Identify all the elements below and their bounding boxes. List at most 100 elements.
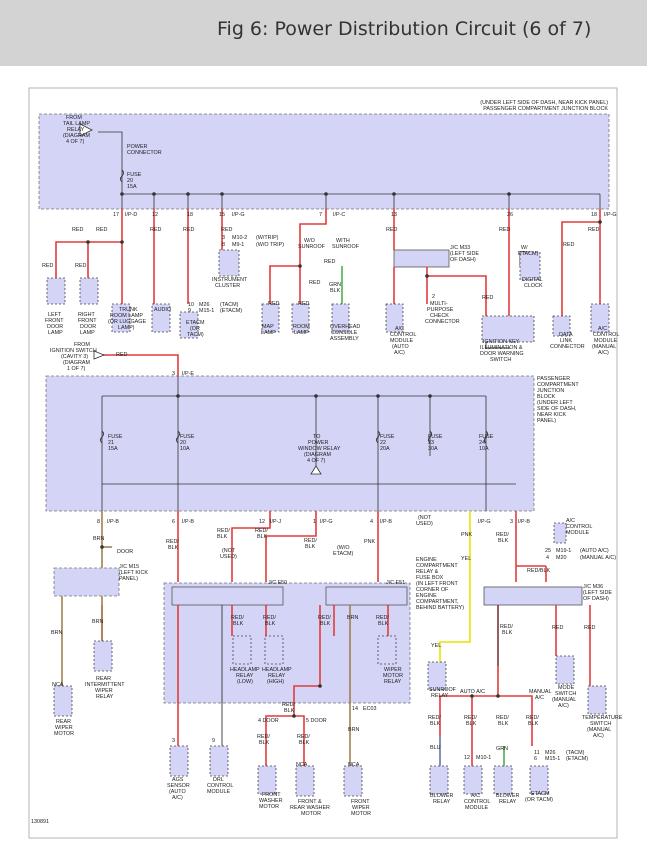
diagram-label: (AUTO: [392, 344, 409, 350]
diagram-label: (AUTO A/C): [580, 548, 609, 554]
diagram-label: INTERMITTENT: [85, 682, 125, 688]
jc-m36-box: [483, 586, 583, 606]
wiring-diagram-svg: (UNDER LEFT SIDE OF DASH, NEAR KICK PANE…: [28, 87, 623, 839]
diagram-label: ETACM: [531, 791, 550, 797]
diagram-label: USED): [416, 521, 433, 527]
diagram-label: AGS: [172, 777, 184, 783]
green-wires: [341, 266, 505, 766]
diagram-label: NCA: [52, 682, 64, 688]
diagram-label: LEFT: [48, 312, 62, 318]
diagram-label: ROOM LAMP: [110, 313, 143, 319]
diagram-label: PURPOSE: [427, 307, 454, 313]
diagram-label: 9: [188, 308, 191, 314]
diagram-label: BLK: [498, 721, 509, 727]
diagram-label: A/C: [598, 326, 607, 332]
diagram-label: CONTROL: [207, 783, 233, 789]
diagram-label: 4: [546, 555, 549, 561]
diagram-border: [28, 87, 618, 839]
label-layer: (UNDER LEFT SIDE OF DASH, NEAR KICK PANE…: [31, 100, 623, 825]
diagram-label: 23: [428, 440, 434, 446]
diagram-label: COMPARTMENT,: [416, 599, 459, 605]
diagram-label: (LEFT KICK: [119, 570, 148, 576]
diagram-label: LAMP: [80, 330, 95, 336]
diagram-label: JUNCTION: [537, 388, 564, 394]
diagram-label: BRN: [92, 619, 103, 625]
diagram-label: 21: [108, 440, 114, 446]
diagram-label: POWER: [127, 144, 147, 150]
diagram-label: DIGITAL: [522, 277, 543, 283]
diagram-label: EC03: [363, 706, 377, 712]
diagram-label: FUSE: [127, 172, 142, 178]
diagram-label: BLOWER: [496, 793, 519, 799]
diagram-label: SUNROOF: [298, 244, 326, 250]
diagram-label: NCA: [296, 762, 308, 768]
diagram-label: GRN: [496, 746, 508, 752]
diagram-label: RIGHT: [78, 312, 95, 318]
diagram-label: 2: [432, 294, 435, 300]
diagram-label: J/C M15: [119, 564, 139, 570]
diagram-label: BLK: [320, 621, 331, 627]
diagram-label: 10A: [479, 446, 489, 452]
diagram-label: A/C: [566, 518, 575, 524]
diagram-label: FRONT &: [298, 799, 322, 805]
diagram-label: BLK: [466, 721, 477, 727]
diagram-label: (DIAGRAM: [304, 452, 331, 458]
passenger-junction-block-bottom: [45, 375, 535, 512]
diagram-label: REAR: [56, 719, 71, 725]
diagram-label: M9-1: [232, 242, 244, 248]
diagram-label: M15-1: [545, 756, 560, 762]
diagram-label: ENGINE: [416, 593, 437, 599]
diagram-label: RED: [116, 352, 127, 358]
diagram-label: (UNDER LEFT SIDE OF DASH, NEAR KICK PANE…: [480, 100, 608, 106]
diagram-label: BLK: [305, 544, 316, 550]
diagram-label: 30A: [428, 446, 438, 452]
diagram-label: (OR LUGGAGE: [108, 319, 146, 325]
diagram-label: BLK: [217, 534, 228, 540]
diagram-label: M10-2: [232, 235, 247, 241]
diagram-label: FUSE: [479, 434, 494, 440]
diagram-label: CONTROL: [390, 332, 416, 338]
diagram-label: RED/: [231, 615, 244, 621]
diagram-label: (OR: [190, 326, 200, 332]
diagram-label: 4: [370, 519, 373, 525]
diagram-label: RED/: [376, 615, 389, 621]
diagram-label: RED: [499, 227, 510, 233]
diagram-label: A/C): [593, 733, 604, 739]
diagram-label: 24: [479, 440, 485, 446]
diagram-label: LAMP: [294, 330, 309, 336]
diagram-label: RELAY: [499, 799, 517, 805]
diagram-label: CONNECTOR: [550, 344, 585, 350]
diagram-label: J/C E50: [268, 580, 287, 586]
diagram-label: PASSENGER: [537, 376, 570, 382]
diagram-label: RELAY: [236, 673, 254, 679]
diagram-label: (LEFT SIDE: [583, 590, 612, 596]
diagram-label: 12: [152, 212, 158, 218]
diagram-label: PASSENGER COMPARTMENT JUNCTION BLOCK: [483, 106, 608, 112]
diagram-label: SUNROOF: [332, 244, 360, 250]
diagram-label: MODULE: [390, 338, 413, 344]
diagram-label: A/C: [395, 326, 404, 332]
diagram-label: GRN: [329, 282, 341, 288]
diagram-label: DOOR: [47, 324, 63, 330]
diagram-label: BEHIND BATTERY): [416, 605, 464, 611]
diagram-label: RED: [221, 227, 232, 233]
diagram-label: MODULE: [594, 338, 617, 344]
diagram-label: RED/: [304, 538, 317, 544]
components: [46, 249, 610, 797]
diagram-label: FUSE BOX: [416, 575, 444, 581]
diagram-label: I/P-G: [232, 212, 245, 218]
diagram-label: DATA: [559, 332, 573, 338]
diagram-label: DOOR WARNING: [480, 351, 524, 357]
diagram-label: RED: [309, 280, 320, 286]
diagram-label: RED: [584, 625, 595, 631]
figure-header: Fig 6: Power Distribution Circuit (6 of …: [0, 0, 647, 66]
diagram-label: BLOWER: [430, 793, 453, 799]
diagram-label: 3: [172, 371, 175, 377]
diagram-label: WINDOW RELAY: [298, 446, 341, 452]
diagram-label: AUDIO: [154, 307, 171, 313]
diagram-label: BLK: [168, 545, 179, 551]
diagram-label: REAR: [96, 676, 111, 682]
diagram-label: BLK: [299, 740, 310, 746]
diagram-label: RED: [72, 227, 83, 233]
diagram-label: (AUTO: [169, 789, 186, 795]
